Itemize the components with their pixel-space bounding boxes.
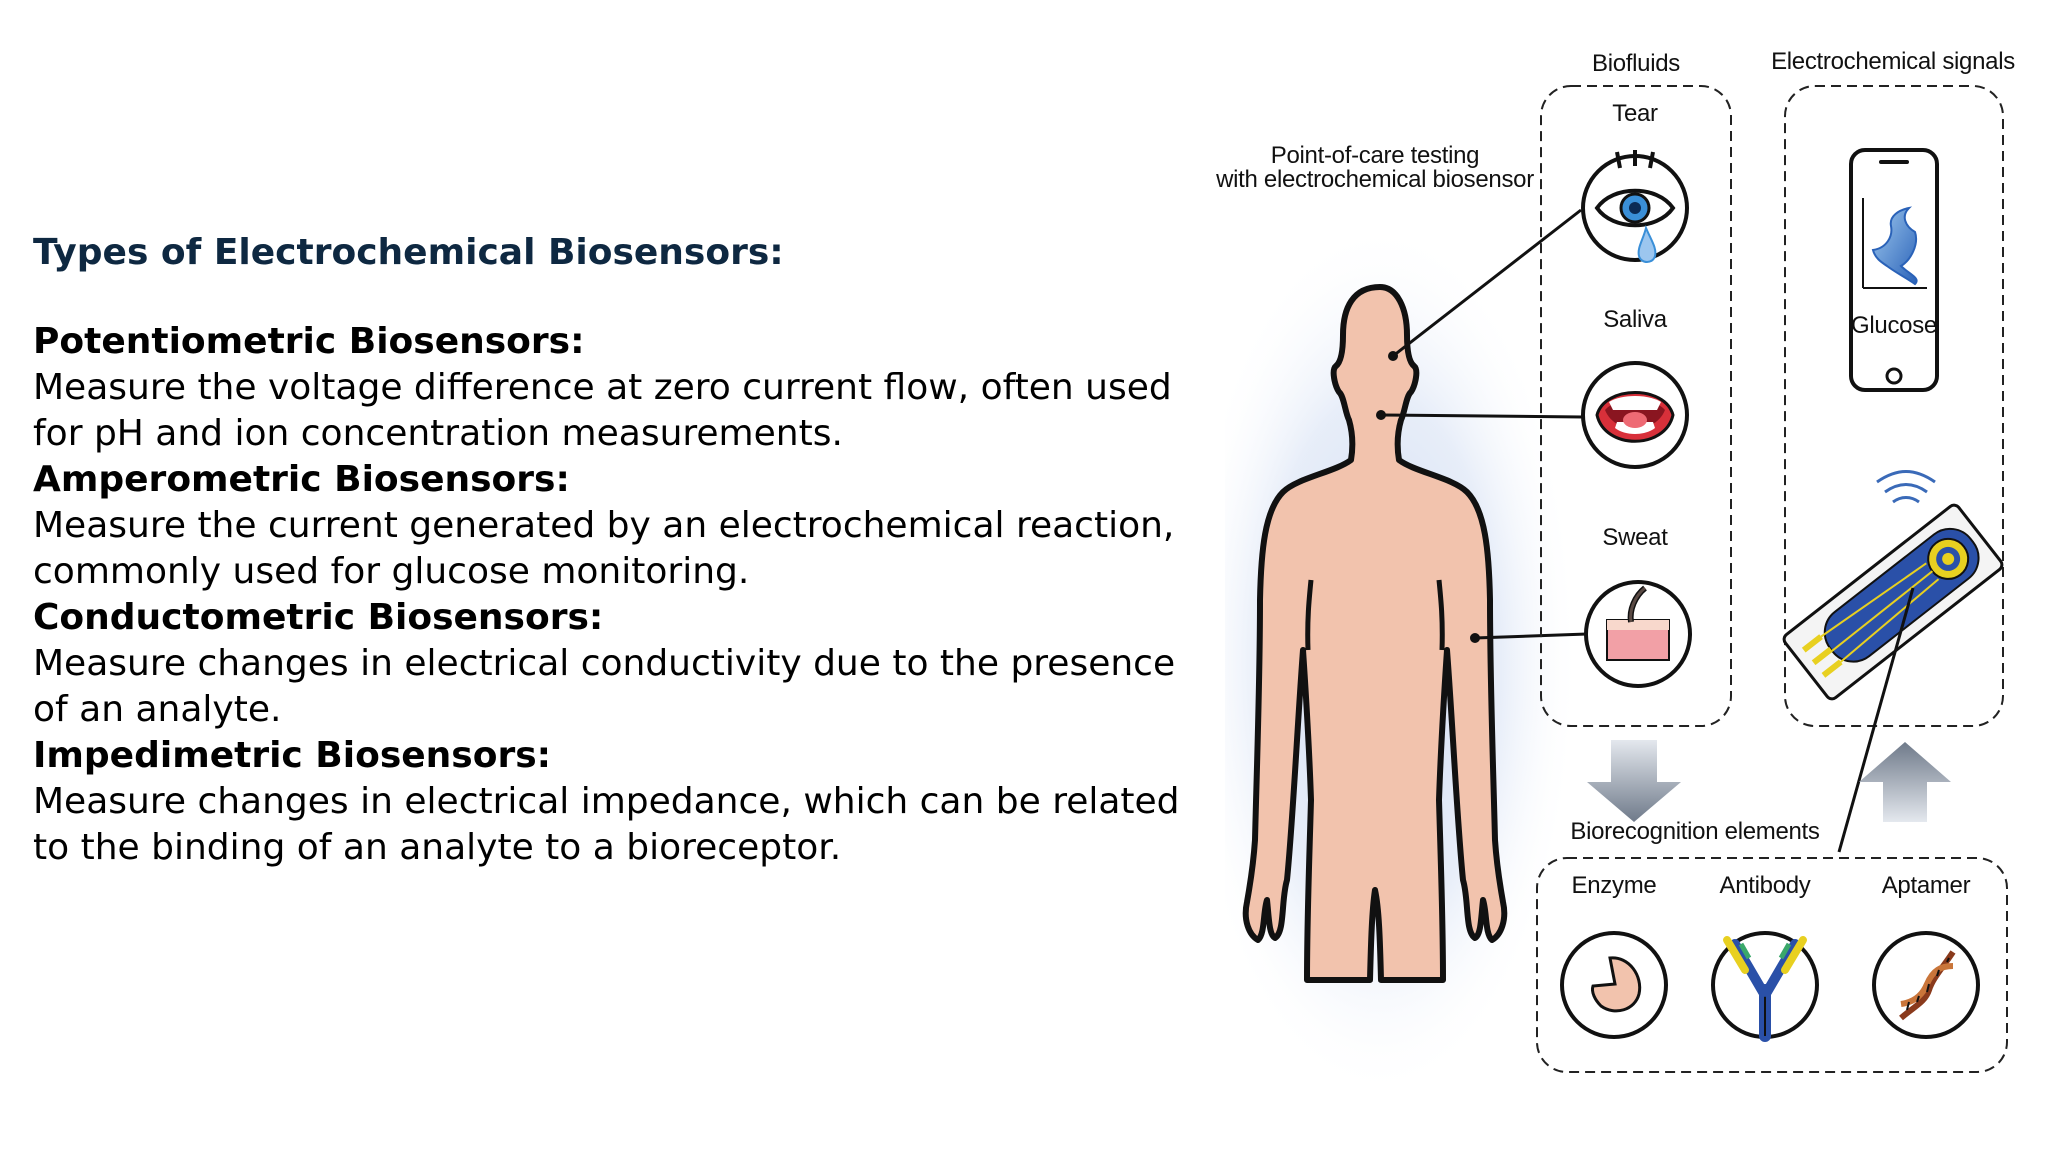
biofluids-box: [1540, 85, 1732, 727]
type-desc-line: commonly used for glucose monitoring.: [33, 551, 750, 592]
type-desc-line: to the binding of an analyte to a biorec…: [33, 827, 842, 868]
type-desc-line: of an analyte.: [33, 689, 282, 730]
figure-graphics: [1225, 85, 2008, 1090]
glucose-curve-icon: [1871, 206, 1918, 286]
type-potentiometric: Potentiometric Biosensors: Measure the v…: [33, 319, 1203, 457]
type-name: Potentiometric Biosensors:: [33, 321, 585, 362]
type-desc-line: Measure changes in electrical impedance,…: [33, 781, 1180, 822]
tear-dot: [1388, 351, 1398, 361]
signals-title: Electrochemical signals: [1771, 48, 2015, 75]
sweat-dot: [1470, 633, 1480, 643]
type-desc-line: Measure the current generated by an elec…: [33, 505, 1175, 546]
wireless-signal-icon: [1892, 496, 1920, 504]
poc-label-line1: Point-of-care testing: [1270, 142, 1480, 169]
type-desc-line: for pH and ion concentration measurement…: [33, 413, 843, 454]
sweat-connector: [1474, 632, 1588, 640]
antibody-label: Antibody: [1719, 872, 1811, 899]
type-name: Conductometric Biosensors:: [33, 597, 604, 638]
saliva-dot: [1376, 410, 1386, 420]
type-name: Amperometric Biosensors:: [33, 459, 570, 500]
up-arrow-icon: [1859, 742, 1951, 822]
tear-connector: [1392, 208, 1582, 358]
text-panel: Types of Electrochemical Biosensors: Pot…: [33, 225, 1203, 871]
type-desc-line: Measure changes in electrical conductivi…: [33, 643, 1176, 684]
biosensor-figure: Point-of-care testing with electrochemic…: [1216, 40, 2015, 1090]
phone-glucose-label: Glucose: [1851, 312, 1937, 339]
tear-label: Tear: [1612, 100, 1658, 127]
down-arrow-icon: [1587, 740, 1681, 822]
saliva-label: Saliva: [1603, 306, 1667, 333]
aptamer-label: Aptamer: [1881, 872, 1971, 899]
poc-label-line2: with electrochemical biosensor: [1216, 166, 1534, 193]
human-body: [1242, 284, 1508, 983]
type-impedimetric: Impedimetric Biosensors: Measure changes…: [33, 733, 1203, 871]
sweat-label: Sweat: [1602, 524, 1668, 551]
poc-label: Point-of-care testing with electrochemic…: [1216, 144, 1534, 192]
saliva-connector: [1380, 413, 1584, 419]
enzyme-label: Enzyme: [1571, 872, 1657, 899]
biorecognition-box: [1536, 857, 2008, 1073]
biofluids-title: Biofluids: [1591, 50, 1681, 77]
type-name: Impedimetric Biosensors:: [33, 735, 552, 776]
slide-title: Types of Electrochemical Biosensors:: [33, 232, 784, 273]
biorecognition-title: Biorecognition elements: [1570, 818, 1820, 845]
type-desc-line: Measure the voltage difference at zero c…: [33, 367, 1172, 408]
type-conductometric: Conductometric Biosensors: Measure chang…: [33, 595, 1203, 733]
sensor-connector: [1837, 587, 1915, 853]
sensor-strip-icon: [1782, 503, 2004, 701]
type-amperometric: Amperometric Biosensors: Measure the cur…: [33, 457, 1203, 595]
